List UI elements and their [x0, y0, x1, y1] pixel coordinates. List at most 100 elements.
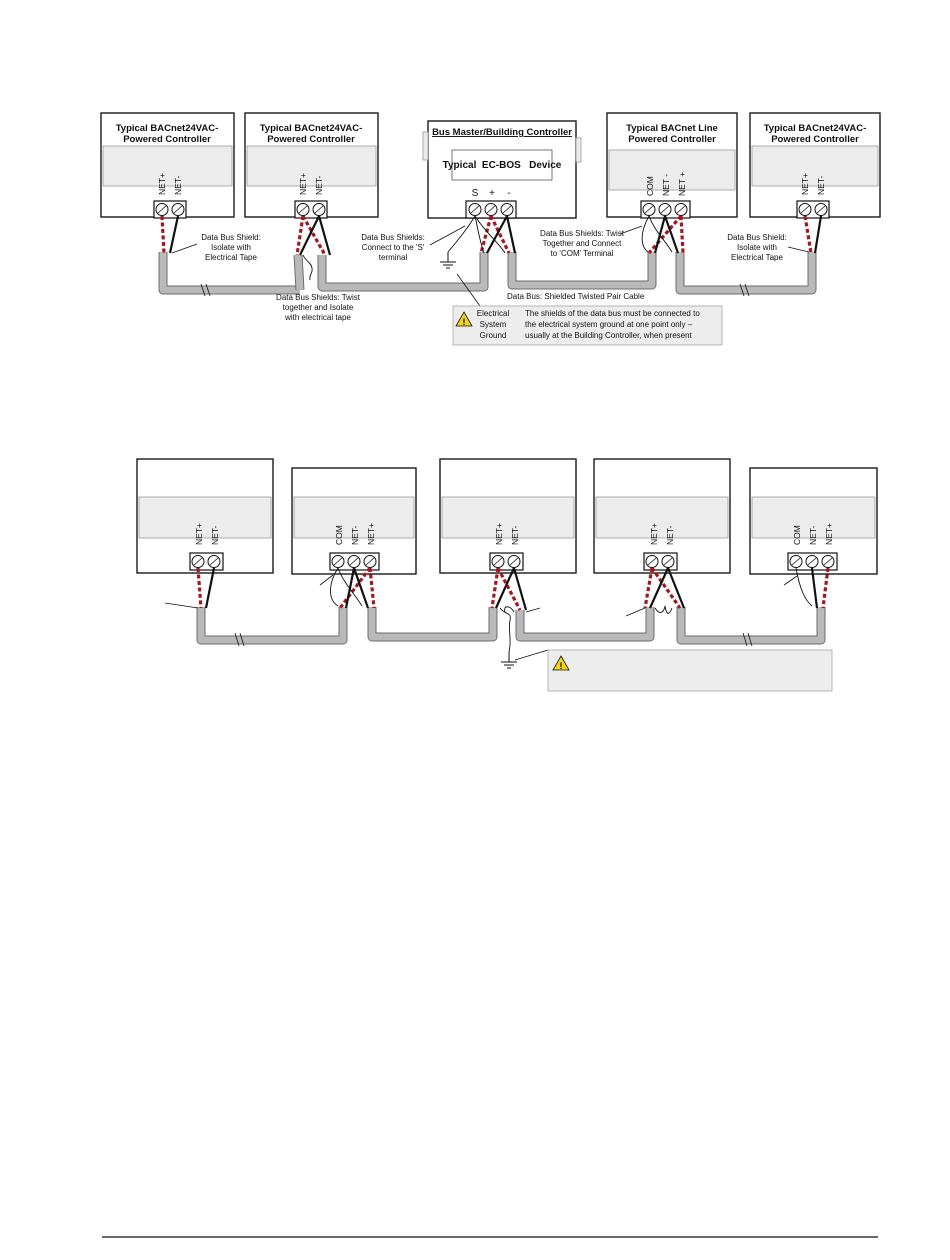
device-2: Typical BACnet24VAC- Powered Controller … — [244, 112, 379, 219]
device-a-terminal-1: NET+ — [194, 523, 204, 545]
de-wire-black — [810, 567, 819, 609]
ground-note: ! Electrical System Ground The shields o… — [452, 305, 723, 346]
d1-wire-red-1 — [160, 215, 166, 254]
diagram-1: Typical BACnet24VAC- Powered Controller … — [100, 112, 881, 346]
device-b: COM NET- NET+ — [291, 467, 417, 575]
device-a: NET+ NET- — [136, 458, 274, 574]
device-e: COM NET- NET+ — [749, 467, 878, 575]
device-e-terminal-2: NET- — [808, 525, 818, 545]
note-text: the electrical system ground at one poin… — [525, 320, 693, 329]
dc-shield-twist — [499, 606, 515, 653]
device-1-terminal-1: NET+ — [157, 173, 167, 195]
cable-break-mark-3 — [234, 632, 245, 647]
ground-note-2: ! — [514, 649, 833, 692]
d3-wire-red — [479, 215, 511, 254]
svg-text:!: ! — [560, 661, 563, 671]
note-label: System — [480, 320, 507, 329]
da-callout-leader — [164, 602, 199, 609]
cable-break-mark-2 — [739, 283, 750, 297]
cable-label: Data Bus: Shielded Twisted Pair Cable — [507, 292, 645, 301]
warning-icon: ! — [552, 655, 570, 671]
d3-wire-black — [486, 215, 517, 254]
callout-text: Together and Connect — [543, 239, 623, 248]
device-1-title-2: Powered Controller — [123, 134, 211, 145]
callout-text: Connect to the 'S' — [362, 243, 425, 252]
d2-shield-twist — [302, 254, 313, 281]
callout-text: together and Isolate — [283, 303, 354, 312]
db-callout-leader — [319, 574, 334, 586]
callout-shield-twist-com: Data Bus Shields: Twist Together and Con… — [540, 225, 643, 258]
device-3-terminal-minus: - — [507, 188, 510, 199]
callout-text: to 'COM' Terminal — [551, 249, 614, 258]
cable-break-mark-4 — [742, 632, 753, 647]
data-bus-cable — [158, 252, 817, 297]
device-a-terminal-2: NET- — [210, 525, 220, 545]
device-c-terminal-1: NET+ — [494, 523, 504, 545]
dc-wire-black — [494, 567, 528, 611]
device-2-title-2: Powered Controller — [267, 134, 355, 145]
callout-text: Data Bus Shield: — [201, 233, 261, 242]
device-4-terminal-3: NET + — [677, 172, 687, 196]
device-2-title-1: Typical BACnet24VAC- — [260, 123, 363, 134]
device-b-terminal-2: NET- — [350, 525, 360, 545]
db-shield-wires — [330, 567, 363, 607]
dd-callout-leader — [625, 607, 646, 617]
device-4-terminal-2: NET - — [661, 174, 671, 196]
device-4-title-2: Powered Controller — [628, 134, 716, 145]
dc-wire-red — [490, 567, 522, 611]
de-callout-leader — [783, 575, 798, 586]
de-wire-red — [821, 567, 830, 609]
note-text: usually at the Building Controller, when… — [525, 331, 693, 340]
device-c: NET+ NET- — [439, 458, 577, 574]
device-5-title-1: Typical BACnet24VAC- — [764, 123, 867, 134]
note-text: The shields of the data bus must be conn… — [525, 309, 700, 318]
device-e-terminal-3: NET+ — [824, 523, 834, 545]
device-d: NET+ NET- — [593, 458, 731, 574]
d2-wire-black — [299, 215, 332, 256]
dd-wire-red — [643, 567, 682, 609]
callout-shield-isolate-right: Data Bus Shield: Isolate with Electrical… — [727, 233, 810, 262]
device-5-terminal-1: NET+ — [800, 173, 810, 195]
ground-symbol-2 — [501, 652, 517, 669]
callout-text: Data Bus Shields: — [361, 233, 425, 242]
callout-text: Electrical Tape — [731, 253, 783, 262]
callout-text: Isolate with — [211, 243, 251, 252]
callout-text: Isolate with — [737, 243, 777, 252]
device-c-terminal-2: NET- — [510, 525, 520, 545]
device-3-bus-master: Bus Master/Building Controller Typical E… — [422, 120, 582, 219]
device-2-terminal-1: NET+ — [298, 173, 308, 195]
device-d-terminal-1: NET+ — [649, 523, 659, 545]
d5-wire-red — [803, 215, 813, 254]
callout-text: with electrical tape — [284, 313, 351, 322]
callout-text: Data Bus Shield: — [727, 233, 787, 242]
callout-text: Electrical Tape — [205, 253, 257, 262]
diagram-2: NET+ NET- COM NET- NET+ NE — [136, 458, 878, 692]
cable-break-mark-1 — [200, 283, 211, 297]
db-wire-black — [344, 567, 370, 609]
warning-icon: ! — [455, 311, 473, 327]
device-b-terminal-3: NET+ — [366, 523, 376, 545]
device-4: Typical BACnet Line Powered Controller C… — [606, 112, 738, 219]
ground-symbol-1 — [440, 252, 456, 269]
dd-shield-twist — [654, 605, 673, 614]
callout-shield-isolate-left: Data Bus Shield: Isolate with Electrical… — [171, 233, 261, 262]
d3-shield-wires — [447, 215, 506, 254]
device-4-terminal-1: COM — [645, 176, 655, 196]
device-1-terminal-2: NET- — [173, 175, 183, 195]
device-1-title-1: Typical BACnet24VAC- — [116, 123, 219, 134]
d4-wire-red — [647, 214, 685, 255]
callout-shield-connect-s: Data Bus Shields: Connect to the 'S' ter… — [361, 225, 466, 262]
d2-wire-red — [295, 215, 327, 256]
svg-text:!: ! — [463, 317, 466, 327]
d5-wire-black — [813, 215, 823, 254]
callout-text: terminal — [379, 253, 408, 262]
data-bus-cable-2 — [196, 607, 826, 647]
callout-text: Data Bus Shields: Twist — [540, 229, 625, 238]
db-wire-red — [338, 567, 376, 609]
ground-note-pointer — [456, 273, 481, 307]
note-label: Electrical — [477, 309, 510, 318]
device-5-terminal-2: NET- — [816, 175, 826, 195]
device-4-title-1: Typical BACnet Line — [626, 123, 718, 134]
device-b-terminal-1: COM — [334, 525, 344, 545]
